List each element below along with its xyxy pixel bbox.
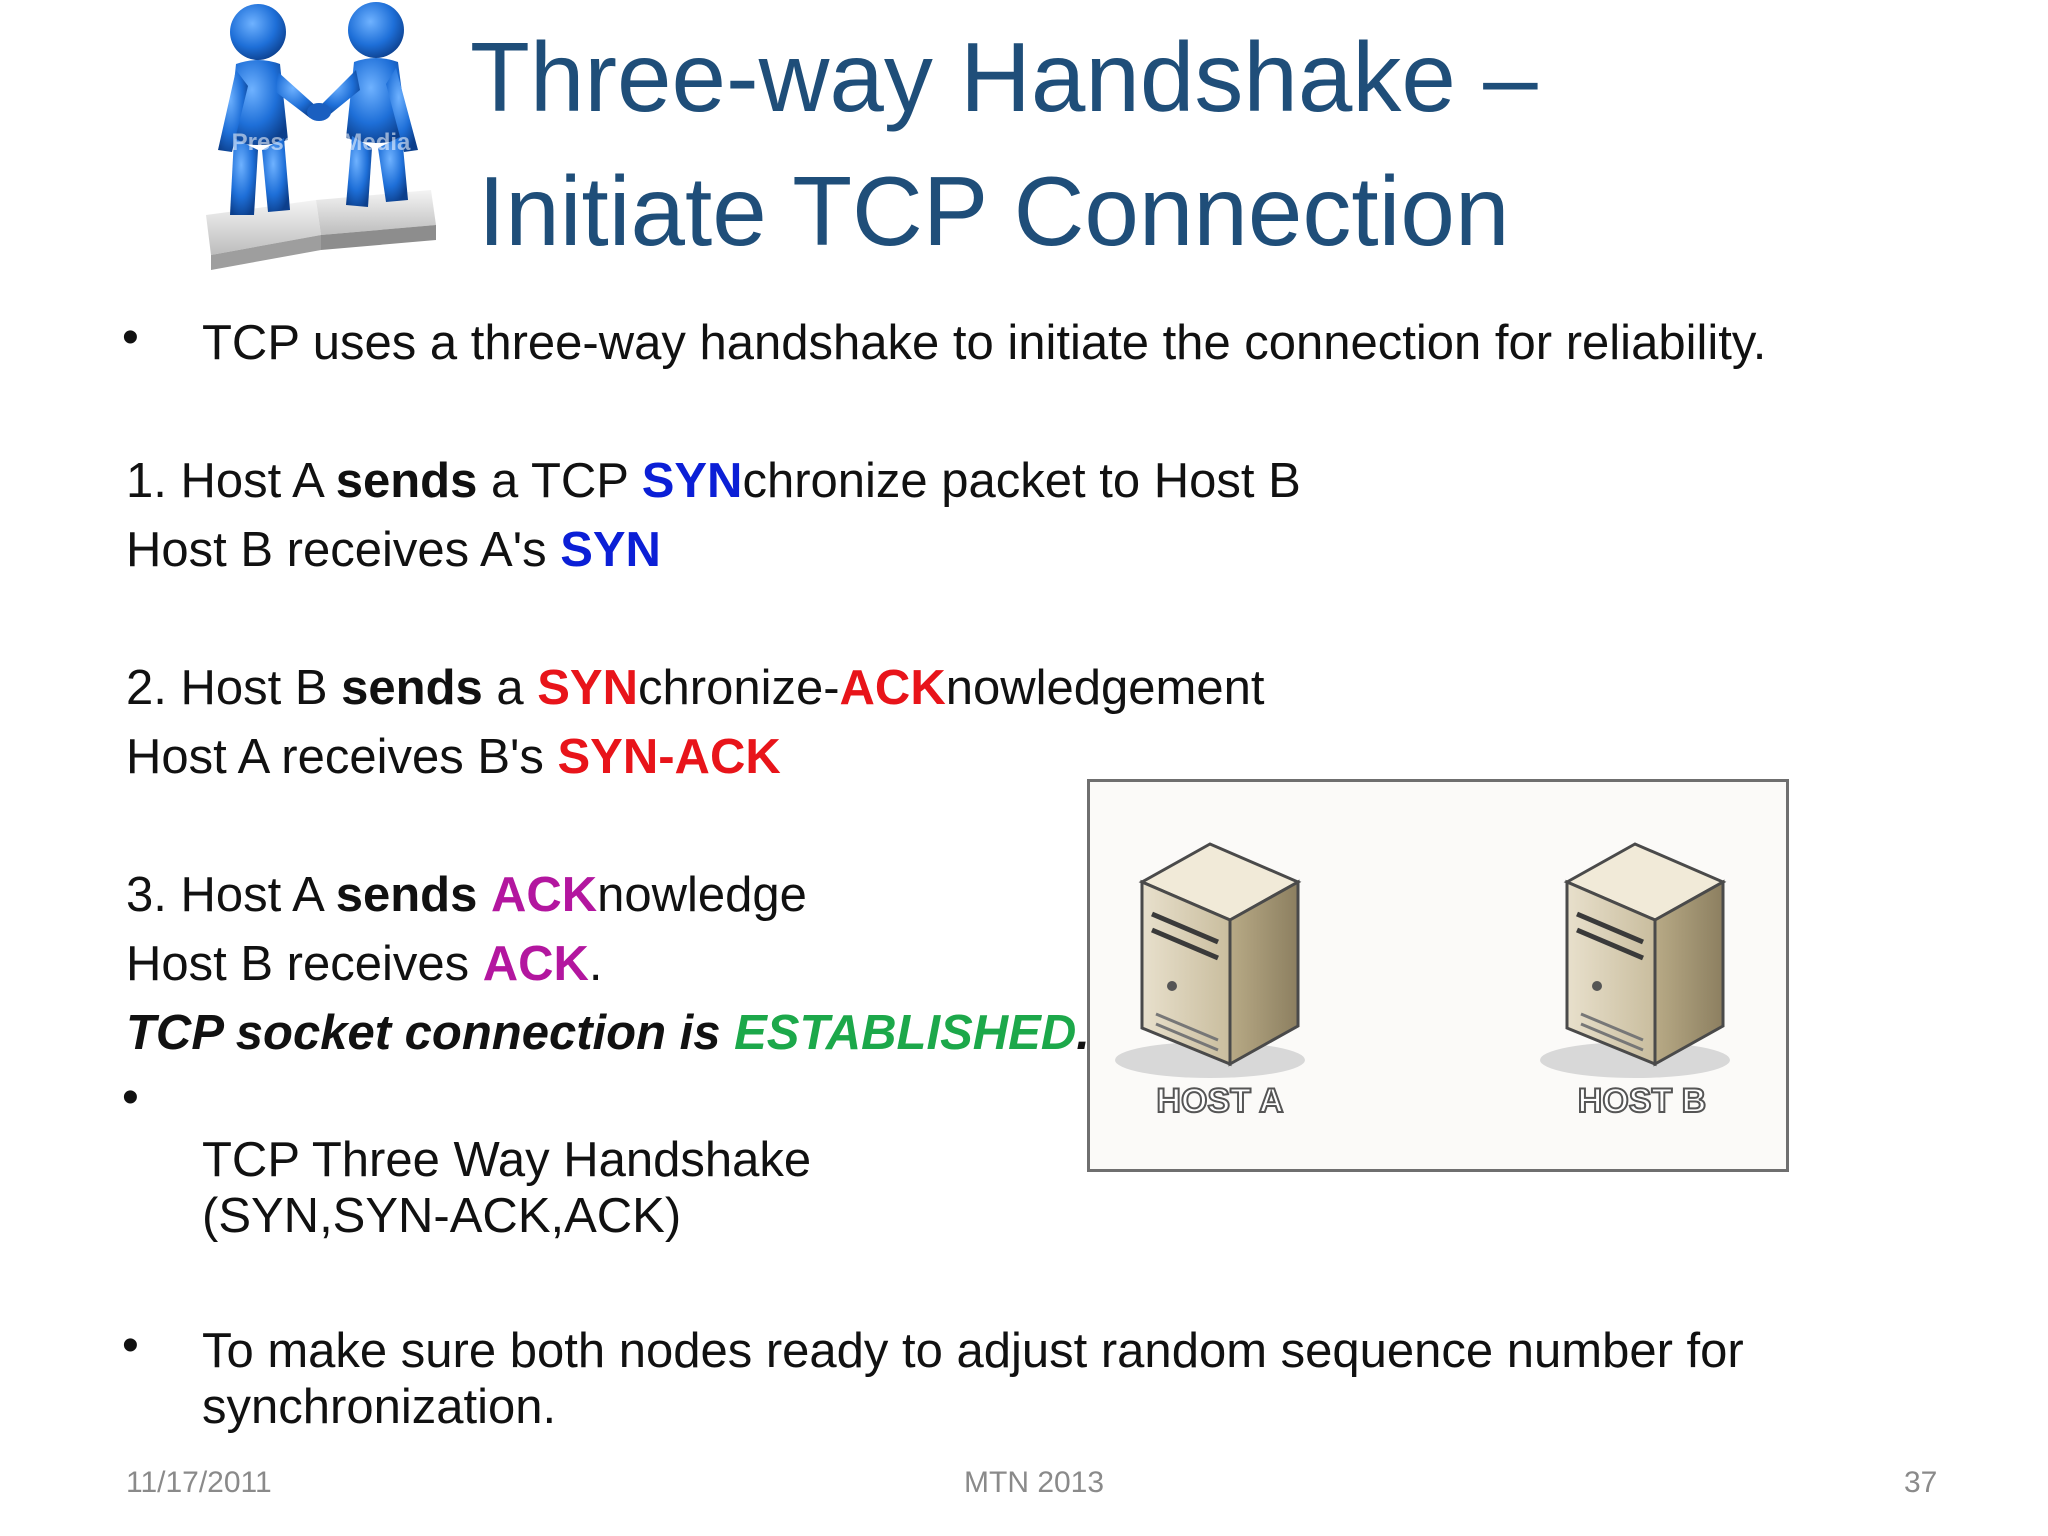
step-1-mid: a TCP bbox=[477, 454, 642, 508]
page-title: Three-way Handshake – Initiate TCP Conne… bbox=[470, 10, 1770, 278]
established-line: TCP socket connection is ESTABLISHED. bbox=[126, 1003, 1090, 1063]
step-1-sends: sends bbox=[335, 454, 478, 508]
step-3-receive-line: Host B receives ACK. bbox=[126, 934, 603, 994]
step-2-mid: a bbox=[482, 661, 538, 715]
step-3-line: 3. Host A sends ACKnowledge bbox=[126, 865, 807, 925]
step-3-receive-ack: ACK bbox=[482, 937, 589, 991]
host-diagram: HOST A HOST B bbox=[1087, 779, 1789, 1172]
step-2-receive-prefix: Host A receives B's bbox=[126, 730, 558, 784]
established-prefix: TCP socket connection is bbox=[126, 1006, 735, 1060]
footer-center: MTN 2013 bbox=[964, 1466, 1105, 1499]
step-2-line: 2. Host B sends a SYNchronize-ACKnowledg… bbox=[126, 658, 1264, 718]
clipart-watermark: PresenterMedia bbox=[232, 129, 411, 156]
host-a-label: HOST A bbox=[1156, 1082, 1283, 1120]
step-2-sends: sends bbox=[341, 661, 483, 715]
step-2-rest: nowledgement bbox=[945, 661, 1265, 715]
established-word: ESTABLISHED bbox=[734, 1006, 1077, 1060]
step-2-receive-line: Host A receives B's SYN-ACK bbox=[126, 727, 781, 787]
title-line-1: Three-way Handshake – bbox=[470, 22, 1538, 132]
step-3-receive-suffix: . bbox=[588, 937, 603, 991]
step-3-rest: nowledge bbox=[597, 868, 807, 922]
step-3-sends: sends bbox=[335, 868, 478, 922]
step-2-prefix: 2. Host B bbox=[126, 661, 342, 715]
step-1-line: 1. Host A sends a TCP SYNchronize packet… bbox=[126, 451, 1301, 511]
server-icon bbox=[1115, 842, 1305, 1078]
bullet-text-3-line-2: synchronization. bbox=[202, 1380, 557, 1434]
step-2-syn: SYN bbox=[537, 661, 639, 715]
step-3-space bbox=[477, 868, 491, 922]
step-3-ack: ACK bbox=[490, 868, 598, 922]
bullet-text-3-line-1: To make sure both nodes ready to adjust … bbox=[202, 1324, 1744, 1378]
step-2-receive-synack: SYN-ACK bbox=[557, 730, 781, 784]
step-1-receive-syn: SYN bbox=[560, 523, 661, 577]
step-1-receive-prefix: Host B receives A's bbox=[126, 523, 561, 577]
bullet-text-1: TCP uses a three-way handshake to initia… bbox=[202, 316, 1767, 370]
step-3-prefix: 3. Host A bbox=[126, 868, 336, 922]
title-line-2: Initiate TCP Connection bbox=[478, 156, 1510, 266]
established-suffix: . bbox=[1076, 1006, 1090, 1060]
step-1-receive-line: Host B receives A's SYN bbox=[126, 520, 661, 580]
bullet-text-2-line-1: TCP Three Way Handshake bbox=[202, 1133, 812, 1187]
server-icon bbox=[1540, 842, 1730, 1078]
bullet-glyph: • bbox=[122, 1071, 139, 1124]
bullet-glyph: • bbox=[122, 1319, 139, 1372]
footer-date: 11/17/2011 bbox=[126, 1466, 272, 1499]
bullet-glyph: • bbox=[122, 311, 139, 364]
bullet-text-2-line-2: (SYN,SYN-ACK,ACK) bbox=[202, 1189, 682, 1243]
host-b-label: HOST B bbox=[1578, 1082, 1706, 1120]
step-1-syn: SYN bbox=[641, 454, 743, 508]
step-2-ack: ACK bbox=[839, 661, 946, 715]
footer-page-number: 37 bbox=[1904, 1466, 1938, 1499]
handshake-clipart-icon: PresenterMedia bbox=[206, 2, 436, 270]
step-3-receive-prefix: Host B receives bbox=[126, 937, 483, 991]
step-1-rest: chronize packet to Host B bbox=[742, 454, 1301, 508]
step-1-prefix: 1. Host A bbox=[126, 454, 336, 508]
step-2-mid2: chronize- bbox=[638, 661, 840, 715]
